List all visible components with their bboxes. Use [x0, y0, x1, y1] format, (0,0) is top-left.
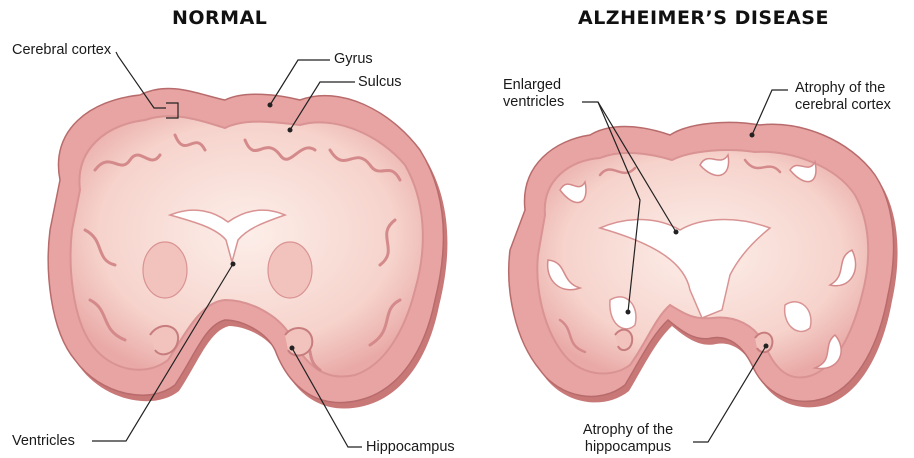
label-atrophy-hippocampus-line1: Atrophy of the — [563, 422, 693, 439]
normal-brain-white-matter — [71, 116, 423, 376]
label-ventricles: Ventricles — [12, 433, 75, 450]
label-enlarged-ventricles-line2: ventricles — [503, 94, 564, 111]
label-atrophy-cortex-line2: cerebral cortex — [795, 97, 891, 114]
alzheimers-brain — [509, 122, 898, 407]
normal-brain — [48, 89, 447, 409]
alzheimers-title: ALZHEIMER’S DISEASE — [578, 7, 829, 29]
label-hippocampus: Hippocampus — [366, 439, 455, 456]
label-gyrus: Gyrus — [334, 51, 373, 68]
label-sulcus: Sulcus — [358, 74, 402, 91]
label-atrophy-cortex-line1: Atrophy of the — [795, 80, 885, 97]
label-cerebral-cortex: Cerebral cortex — [12, 42, 111, 59]
label-atrophy-hippocampus-line2: hippocampus — [563, 439, 693, 456]
label-enlarged-ventricles-line1: Enlarged — [503, 77, 561, 94]
normal-title: NORMAL — [172, 7, 267, 29]
